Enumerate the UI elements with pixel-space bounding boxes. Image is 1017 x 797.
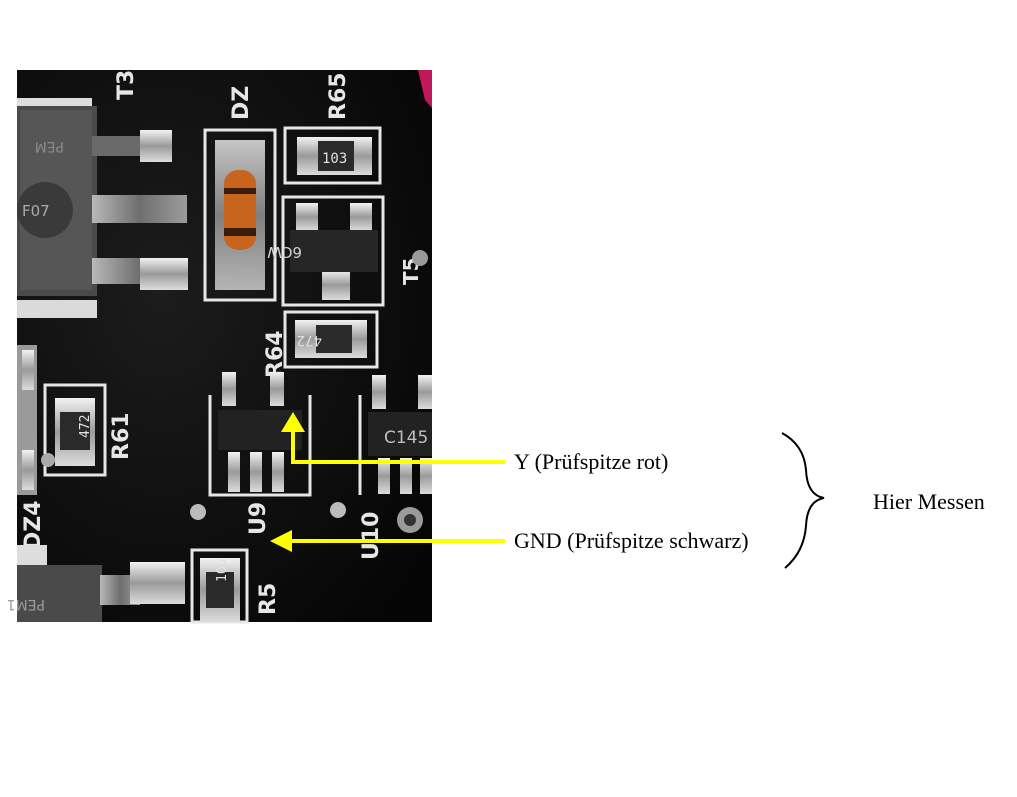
arrow-gnd [270,530,505,552]
resistor-r5: 10u [190,548,249,624]
resistor-103: 103 [283,126,382,185]
pem-bottom-marking: PEM1 [7,596,45,612]
label-gnd-probe-black: GND (Prüfspitze schwarz) [514,528,749,553]
ic-u10: C145 [358,375,432,495]
res-472-b-marking: 472 [78,415,93,438]
pcb-photo: PEM F07 T3 DZ R65 103 [7,70,432,624]
res-103-marking: 103 [322,151,347,167]
pem-top-marking: PEM [35,138,64,154]
resistor-r61: 472 [43,383,107,477]
zener-diode [203,128,277,302]
silkscreen-r5: R5 [256,583,281,615]
c145-marking: C145 [384,428,428,448]
res-472-a-marking: 472 [297,332,322,348]
silkscreen-r64: R64 [263,330,288,378]
transistor-pem-top: PEM F07 [17,98,188,318]
silkscreen-r61: R61 [109,412,134,460]
silkscreen-t3: T3 [114,70,139,100]
f07-marking: F07 [22,202,50,220]
silkscreen-dz: DZ [229,86,254,120]
curly-brace [781,432,825,569]
silkscreen-u9: U9 [246,502,271,535]
label-measure-here: Hier Messen [873,489,985,514]
sot-6cw-marking: 6CW [267,243,302,261]
transistor-pem-bottom: PEM1 [7,545,185,622]
silkscreen-dz4: DZ4 [21,500,46,550]
transistor-6cw: 6CW [267,195,385,307]
resistor-r64: 472 [283,310,379,369]
silkscreen-r65: R65 [326,72,351,120]
label-y-probe-red: Y (Prüfspitze rot) [514,449,669,474]
arrow-y [281,412,505,464]
silkscreen-u10: U10 [359,512,384,560]
res-10u-marking: 10u [215,559,230,582]
